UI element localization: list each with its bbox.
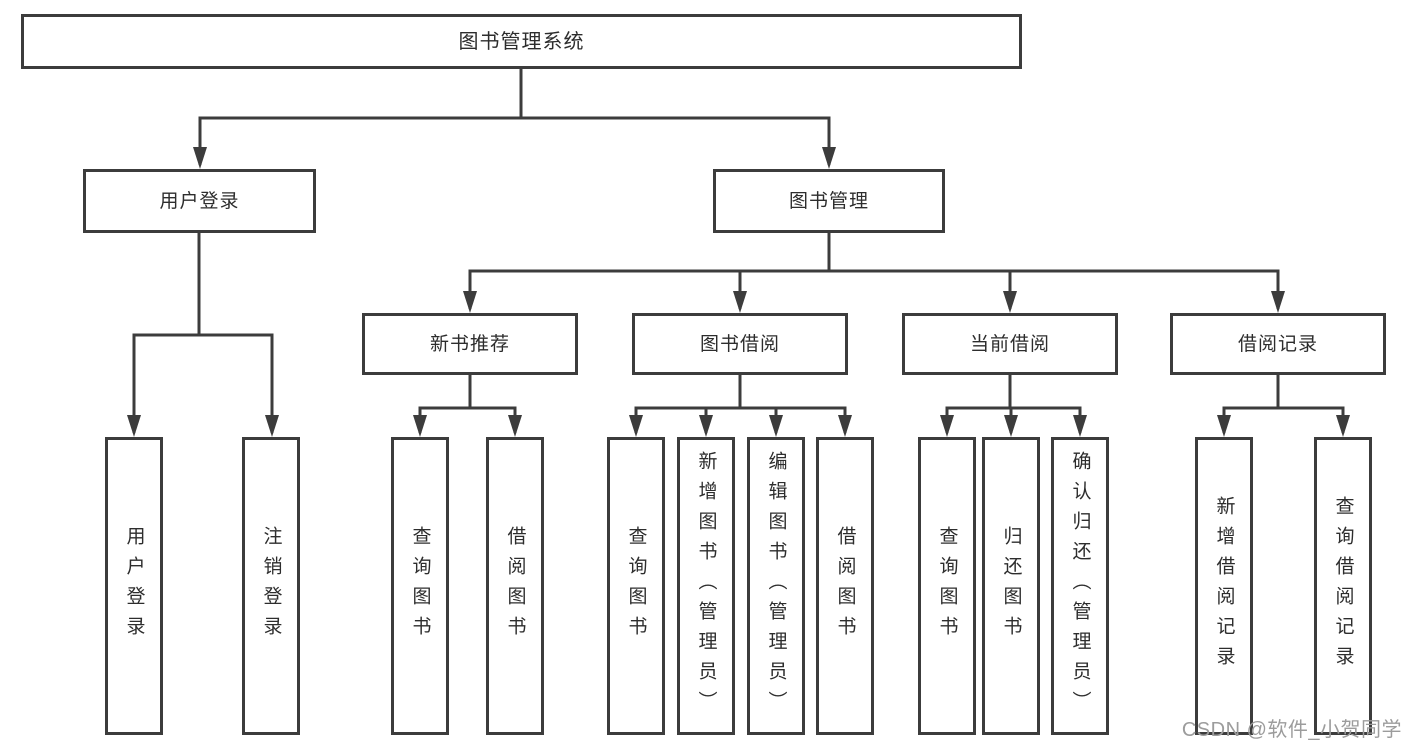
leaf-label: 新增借阅记录 bbox=[1213, 496, 1235, 676]
node-user-login: 用户登录 bbox=[83, 169, 316, 233]
leaf-return-books: 归还图书 bbox=[982, 437, 1040, 735]
leaf-confirm-return-admin: 确认归还（管理员） bbox=[1051, 437, 1109, 735]
arrow-down-icon bbox=[629, 415, 643, 437]
node-book-management: 图书管理 bbox=[713, 169, 945, 233]
node-label: 图书管理系统 bbox=[458, 30, 585, 53]
leaf-edit-books-admin: 编辑图书（管理员） bbox=[747, 437, 805, 735]
leaf-label: 查询图书 bbox=[409, 526, 431, 646]
leaf-add-borrow-record: 新增借阅记录 bbox=[1195, 437, 1253, 735]
node-label: 图书管理 bbox=[788, 190, 869, 212]
arrow-down-icon bbox=[699, 415, 713, 437]
leaf-borrow-books-borrowing: 借阅图书 bbox=[816, 437, 874, 735]
arrow-down-icon bbox=[769, 415, 783, 437]
leaf-label: 归还图书 bbox=[1000, 526, 1022, 646]
leaf-label: 查询图书 bbox=[625, 526, 647, 646]
leaf-label: 编辑图书（管理员） bbox=[765, 451, 787, 721]
leaf-label: 查询图书 bbox=[936, 526, 958, 646]
node-library-management-system: 图书管理系统 bbox=[21, 14, 1022, 69]
leaf-label: 注销登录 bbox=[260, 526, 282, 646]
leaf-search-books-recommend: 查询图书 bbox=[391, 437, 449, 735]
arrowhead-group bbox=[127, 147, 1350, 437]
arrow-down-icon bbox=[193, 147, 207, 169]
arrow-down-icon bbox=[733, 291, 747, 313]
leaf-search-books-current: 查询图书 bbox=[918, 437, 976, 735]
node-book-borrowing: 图书借阅 bbox=[632, 313, 848, 375]
leaf-search-books-borrowing: 查询图书 bbox=[607, 437, 665, 735]
leaf-user-login: 用户登录 bbox=[105, 437, 163, 735]
watermark: CSDN @软件_小贺同学 bbox=[1181, 719, 1402, 741]
node-label: 借阅记录 bbox=[1237, 333, 1318, 355]
node-label: 用户登录 bbox=[159, 190, 240, 212]
leaf-borrow-books-recommend: 借阅图书 bbox=[486, 437, 544, 735]
arrow-down-icon bbox=[940, 415, 954, 437]
node-label: 新书推荐 bbox=[429, 333, 510, 355]
arrow-down-icon bbox=[838, 415, 852, 437]
arrow-down-icon bbox=[463, 291, 477, 313]
leaf-add-books-admin: 新增图书（管理员） bbox=[677, 437, 735, 735]
arrow-down-icon bbox=[265, 415, 279, 437]
arrow-down-icon bbox=[508, 415, 522, 437]
leaf-label: 借阅图书 bbox=[834, 526, 856, 646]
arrow-down-icon bbox=[413, 415, 427, 437]
arrow-down-icon bbox=[1004, 415, 1018, 437]
leaf-label: 新增图书（管理员） bbox=[695, 451, 717, 721]
node-label: 当前借阅 bbox=[969, 333, 1050, 355]
leaf-label: 借阅图书 bbox=[504, 526, 526, 646]
arrow-down-icon bbox=[1003, 291, 1017, 313]
arrow-down-icon bbox=[822, 147, 836, 169]
node-current-borrowing: 当前借阅 bbox=[902, 313, 1118, 375]
node-new-book-recommendation: 新书推荐 bbox=[362, 313, 578, 375]
arrow-down-icon bbox=[127, 415, 141, 437]
leaf-label: 用户登录 bbox=[123, 526, 145, 646]
leaf-label: 确认归还（管理员） bbox=[1069, 451, 1091, 721]
arrow-down-icon bbox=[1217, 415, 1231, 437]
node-label: 图书借阅 bbox=[699, 333, 780, 355]
leaf-label: 查询借阅记录 bbox=[1332, 496, 1354, 676]
arrow-down-icon bbox=[1073, 415, 1087, 437]
connector-paths bbox=[132, 69, 1345, 433]
leaf-search-borrow-record: 查询借阅记录 bbox=[1314, 437, 1372, 735]
node-borrowing-records: 借阅记录 bbox=[1170, 313, 1386, 375]
leaf-logout: 注销登录 bbox=[242, 437, 300, 735]
arrow-down-icon bbox=[1271, 291, 1285, 313]
arrow-down-icon bbox=[1336, 415, 1350, 437]
